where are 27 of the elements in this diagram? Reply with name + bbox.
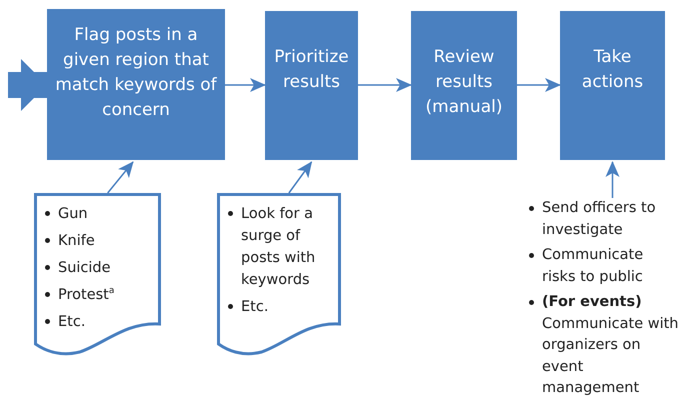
box-label: Flag posts in a given region that match keywords of concern (54, 24, 218, 122)
list-item: Send officers to investigate (542, 200, 656, 238)
box-label: Take actions (580, 46, 644, 94)
list-item: Etc. (241, 299, 268, 315)
box-label: Review results (manual) (424, 46, 504, 119)
document-shape (34, 193, 161, 356)
arrow (107, 161, 134, 194)
block-arrow (8, 59, 47, 111)
box-label: Prioritize results (273, 46, 350, 94)
list-item: Communicate risks to public (542, 247, 644, 284)
list-item: Etc. (58, 314, 86, 330)
process-box (411, 11, 517, 160)
arrow (517, 78, 561, 92)
arrow (358, 78, 412, 92)
list-item: Gun (58, 206, 88, 222)
list-item: Protest$^{a}$ (58, 287, 114, 303)
process-box (47, 9, 225, 160)
document-shape (217, 193, 341, 356)
process-box (265, 11, 358, 160)
list-item: Knife (58, 233, 95, 249)
list-item: Look for a surge of posts with keywords (241, 206, 316, 288)
process-box (560, 11, 665, 160)
arrow (606, 161, 620, 198)
list-item: Suicide (58, 260, 111, 276)
arrow (225, 78, 266, 92)
list-item: (For events) Communicate with organizers on event management (542, 294, 678, 396)
arrow (288, 161, 312, 194)
